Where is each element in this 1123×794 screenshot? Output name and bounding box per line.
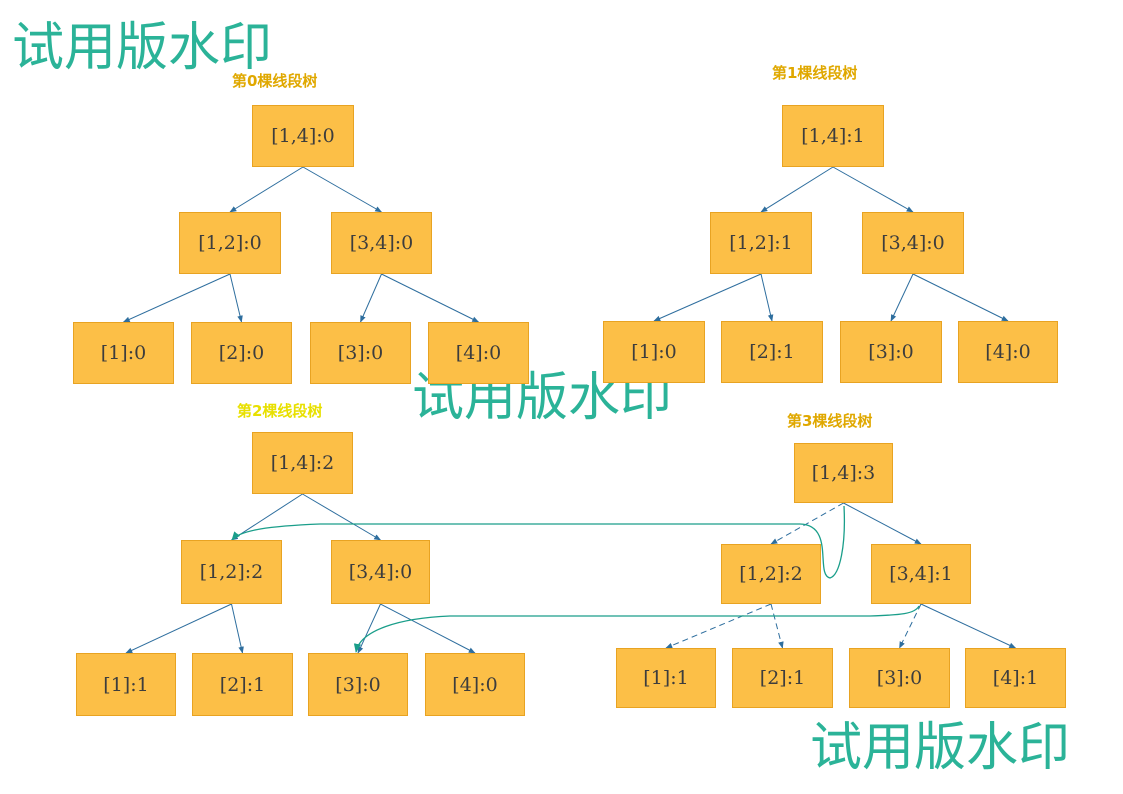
tree-0-node-leaf-4: [4]:0 <box>428 322 529 384</box>
edge-tree-3-node-root-to-right <box>843 502 922 545</box>
edge-tree-2-node-left-to-leaf-1 <box>125 603 232 654</box>
edge-tree-0-node-left-to-leaf-1 <box>122 273 231 323</box>
tree-1-node-leaf-3: [3]:0 <box>840 321 942 383</box>
persistent-links <box>231 505 920 653</box>
tree-3-title: 第3棵线段树 <box>787 412 873 430</box>
tree-0-node-leaf-1: [1]:0 <box>73 322 174 384</box>
tree-3-node-left: [1,2]:2 <box>721 544 821 604</box>
tree-0-node-right: [3,4]:0 <box>331 212 432 274</box>
tree-2-node-root: [1,4]:2 <box>252 432 353 494</box>
edge-tree-3-node-root-to-left <box>770 502 844 545</box>
tree-3-node-leaf-2: [2]:1 <box>732 648 833 708</box>
edge-tree-3-node-right-to-leaf-3 <box>899 603 922 649</box>
edge-tree-1-node-left-to-leaf-1 <box>653 273 762 322</box>
edge-tree-1-node-root-to-left <box>760 166 834 213</box>
edge-tree-0-node-right-to-leaf-3 <box>360 273 382 323</box>
edge-tree-3-node-left-to-leaf-1 <box>665 603 772 649</box>
edge-tree-3-node-left-to-leaf-2 <box>770 603 784 649</box>
tree-0-node-leaf-2: [2]:0 <box>191 322 292 384</box>
edge-tree-0-node-root-to-right <box>302 166 383 213</box>
edge-tree-3-node-right-to-leaf-4 <box>920 603 1017 649</box>
edge-tree-1-node-left-to-leaf-2 <box>760 273 774 322</box>
edge-tree-2-node-root-to-right <box>302 493 382 541</box>
tree-1-node-leaf-1: [1]:0 <box>603 321 705 383</box>
edge-tree-2-node-root-to-left <box>230 493 303 541</box>
edge-tree-0-node-root-to-left <box>229 166 304 213</box>
link-to-tree2-leaf3 <box>353 605 920 653</box>
tree-1-node-root: [1,4]:1 <box>782 105 884 167</box>
watermark-top-left: 试用版水印 <box>12 18 273 78</box>
edge-tree-0-node-left-to-leaf-2 <box>229 273 243 323</box>
tree-2-node-leaf-2: [2]:1 <box>192 653 293 716</box>
tree-3-node-leaf-4: [4]:1 <box>965 648 1066 708</box>
tree-0-node-leaf-3: [3]:0 <box>310 322 411 384</box>
tree-1-node-leaf-2: [2]:1 <box>721 321 823 383</box>
watermark-bottom-right: 试用版水印 <box>810 718 1071 778</box>
link-to-tree2-left <box>231 505 846 579</box>
tree-2-node-leaf-4: [4]:0 <box>425 653 525 716</box>
tree-1-title: 第1棵线段树 <box>772 64 858 82</box>
tree-1-node-leaf-4: [4]:0 <box>958 321 1058 383</box>
tree-0-title: 第0棵线段树 <box>232 72 318 90</box>
tree-2-title: 第2棵线段树 <box>237 402 323 420</box>
tree-0-node-left: [1,2]:0 <box>179 212 281 274</box>
tree-1-node-right: [3,4]:0 <box>862 212 964 274</box>
tree-edges <box>122 166 1017 654</box>
tree-2-node-leaf-1: [1]:1 <box>76 653 176 716</box>
edge-tree-0-node-right-to-leaf-4 <box>381 273 480 323</box>
edge-tree-2-node-left-to-leaf-2 <box>231 603 244 654</box>
tree-2-node-leaf-3: [3]:0 <box>308 653 408 716</box>
tree-3-node-leaf-3: [3]:0 <box>849 648 950 708</box>
tree-1-node-left: [1,2]:1 <box>710 212 812 274</box>
edge-tree-1-node-right-to-leaf-4 <box>912 273 1009 322</box>
tree-2-node-left: [1,2]:2 <box>181 540 282 604</box>
tree-3-node-right: [3,4]:1 <box>871 544 971 604</box>
edge-tree-2-node-right-to-leaf-4 <box>380 603 476 654</box>
edge-tree-1-node-right-to-leaf-3 <box>890 273 914 322</box>
tree-3-node-root: [1,4]:3 <box>794 443 893 503</box>
edge-tree-1-node-root-to-right <box>832 166 914 213</box>
tree-2-node-right: [3,4]:0 <box>331 540 430 604</box>
tree-3-node-leaf-1: [1]:1 <box>616 648 716 708</box>
edge-tree-2-node-right-to-leaf-3 <box>357 603 381 654</box>
tree-0-node-root: [1,4]:0 <box>252 105 354 167</box>
